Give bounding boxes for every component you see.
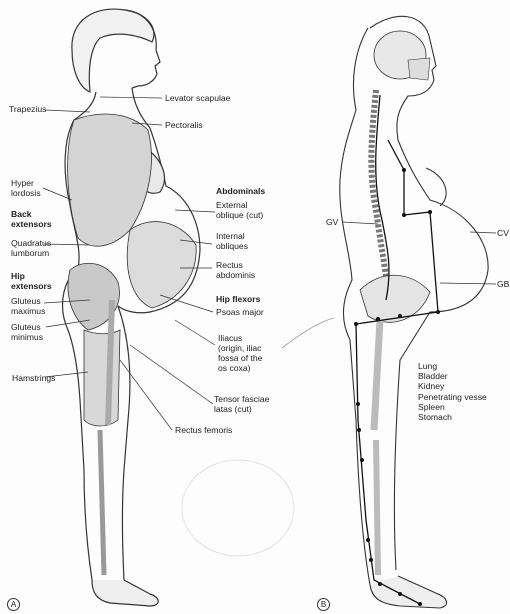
- label-external-oblique: External oblique (cut): [216, 200, 263, 220]
- label-hyper-lordosis: Hyper lordosis: [11, 178, 41, 198]
- label-cv: CV: [497, 228, 509, 238]
- organ-kidney: Kidney: [418, 381, 487, 391]
- organ-bladder: Bladder: [418, 371, 487, 381]
- label-levator-scapulae: Levator scapulae: [165, 93, 230, 103]
- label-gb: GB: [497, 279, 509, 289]
- label-back-extensors: Back extensors: [11, 209, 52, 229]
- faint-sketch: [182, 460, 294, 556]
- organ-stomach: Stomach: [418, 412, 487, 422]
- organ-spleen: Spleen: [418, 402, 487, 412]
- label-pectoralis: Pectoralis: [165, 120, 203, 130]
- label-gluteus-minimus: Gluteus minimus: [11, 322, 43, 342]
- label-hip-flexors: Hip flexors: [216, 294, 260, 304]
- label-psoas-major: Psoas major: [216, 307, 264, 317]
- label-abdominals: Abdominals: [216, 186, 265, 196]
- organ-penetrating-vessel: Penetrating vesse: [418, 392, 487, 402]
- label-gv: GV: [326, 217, 338, 227]
- organ-list: Lung Bladder Kidney Penetrating vesse Sp…: [418, 361, 487, 422]
- label-hamstrings: Hamstrings: [12, 373, 55, 383]
- label-iliacus: Iliacus (origin, iliac fossa of the os c…: [218, 333, 262, 373]
- organ-lung: Lung: [418, 361, 487, 371]
- label-gluteus-maximus: Gluteus maximus: [11, 296, 45, 316]
- label-tensor-fasciae: Tensor fasciae latas (cut): [214, 394, 269, 414]
- label-internal-obliques: Internal obliques: [216, 231, 248, 251]
- panel-b-marker: B: [317, 598, 330, 611]
- label-trapezius: Trapezius: [9, 104, 46, 114]
- label-rectus-femoris: Rectus femoris: [175, 425, 232, 435]
- panel-b-figure: [282, 16, 496, 608]
- label-hip-extensors: Hip extensors: [11, 271, 52, 291]
- panel-a-marker: A: [7, 598, 20, 611]
- label-quadratus-lumborum: Quadratus lumborum: [11, 238, 51, 258]
- label-rectus-abdominis: Rectus abdominis: [216, 260, 255, 280]
